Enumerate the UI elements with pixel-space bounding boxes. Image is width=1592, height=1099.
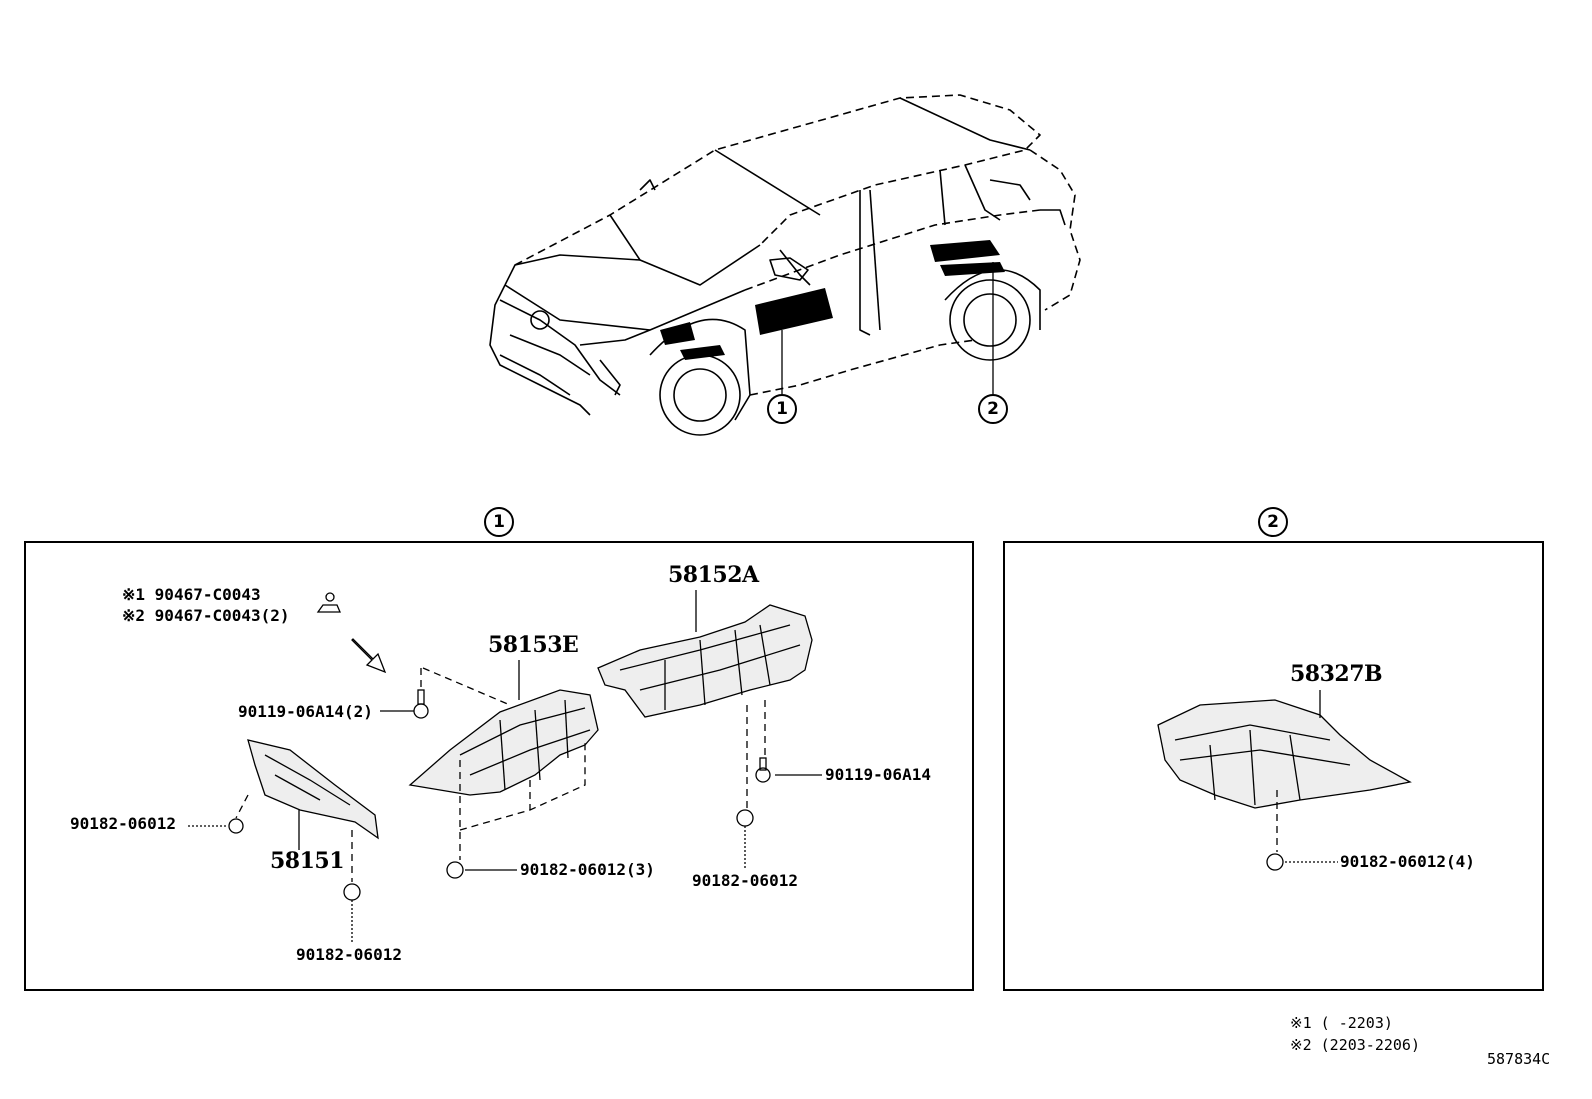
part-58151-label: 58151 [270,848,345,874]
diagram-id: 587834C [1487,1050,1551,1068]
part-58327B-label: 58327B [1290,661,1383,687]
panel-rear-insulator [1003,541,1544,991]
footnote-2: ※2 (2203-2206) [1290,1036,1420,1054]
callout-rear: 2 [978,394,1008,424]
bolt-90119-06A14-label: 90119-06A14 [825,765,931,784]
panel2-marker: 2 [1258,507,1288,537]
bolt-90119-06A14-2-label: 90119-06A14(2) [238,702,373,721]
panel-front-insulators [24,541,974,991]
clip-note-1: ※1 90467-C0043 [122,585,261,604]
nut-center-label: 90182-06012(3) [520,860,655,879]
nut-90182-06012-4-label: 90182-06012(4) [1340,852,1475,871]
nut-bottom-label: 90182-06012 [296,945,402,964]
footnote-1: ※1 ( -2203) [1290,1014,1393,1032]
panel1-marker: 1 [484,507,514,537]
part-58152A-label: 58152A [668,562,759,588]
nut-left-label: 90182-06012 [70,814,176,833]
callout-front: 1 [767,394,797,424]
nut-right-label: 90182-06012 [692,871,798,890]
part-58153E-label: 58153E [488,632,579,658]
clip-note-2: ※2 90467-C0043(2) [122,606,290,625]
